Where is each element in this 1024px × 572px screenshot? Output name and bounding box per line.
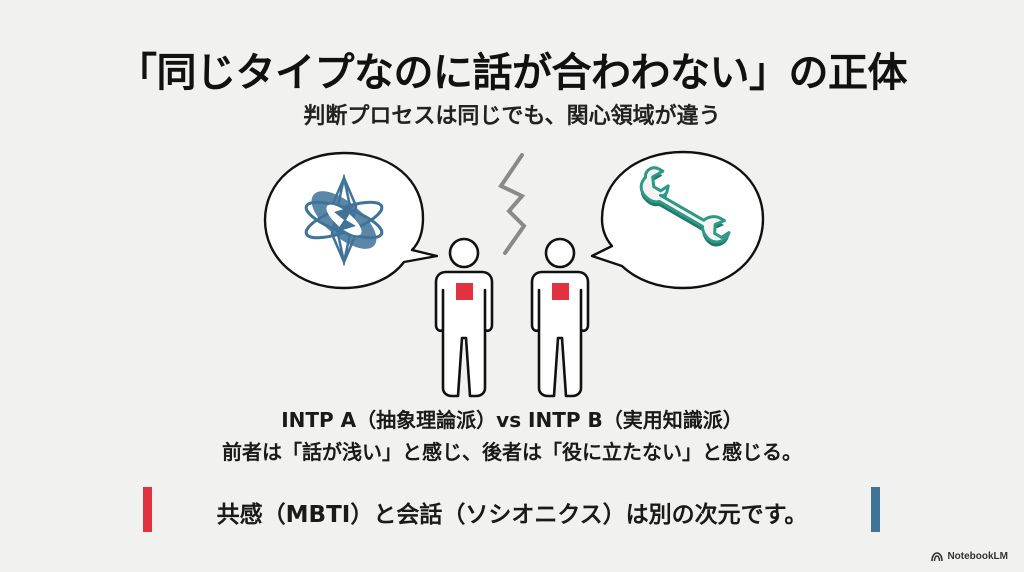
watermark-label: NotebookLM	[947, 551, 1008, 562]
accent-bar-blue	[871, 487, 880, 532]
key-message: 共感（MBTI）と会話（ソシオニクス）は別の次元です。	[216, 502, 808, 528]
wrench-icon	[639, 166, 731, 247]
slide-title: 「同じタイプなのに話が合わわない」の正体	[117, 50, 908, 96]
right-speech-bubble	[590, 150, 765, 290]
person-icon-a	[434, 237, 494, 398]
atom-icon	[304, 173, 384, 267]
notebooklm-watermark: NotebookLM	[931, 551, 1008, 562]
explanation-caption: 前者は「話が浅い」と感じ、後者は「役に立たない」と感じる。	[222, 440, 802, 464]
person-icon-b	[530, 237, 590, 398]
slide-subtitle: 判断プロセスは同じでも、関心領域が違う	[303, 104, 721, 129]
accent-bar-red	[143, 487, 152, 532]
comparison-caption: INTP A（抽象理論派）vs INTP B（実用知識派）	[281, 408, 743, 432]
left-speech-bubble	[263, 151, 439, 290]
notebooklm-logo-icon	[931, 551, 944, 561]
lightning-icon	[498, 153, 527, 255]
